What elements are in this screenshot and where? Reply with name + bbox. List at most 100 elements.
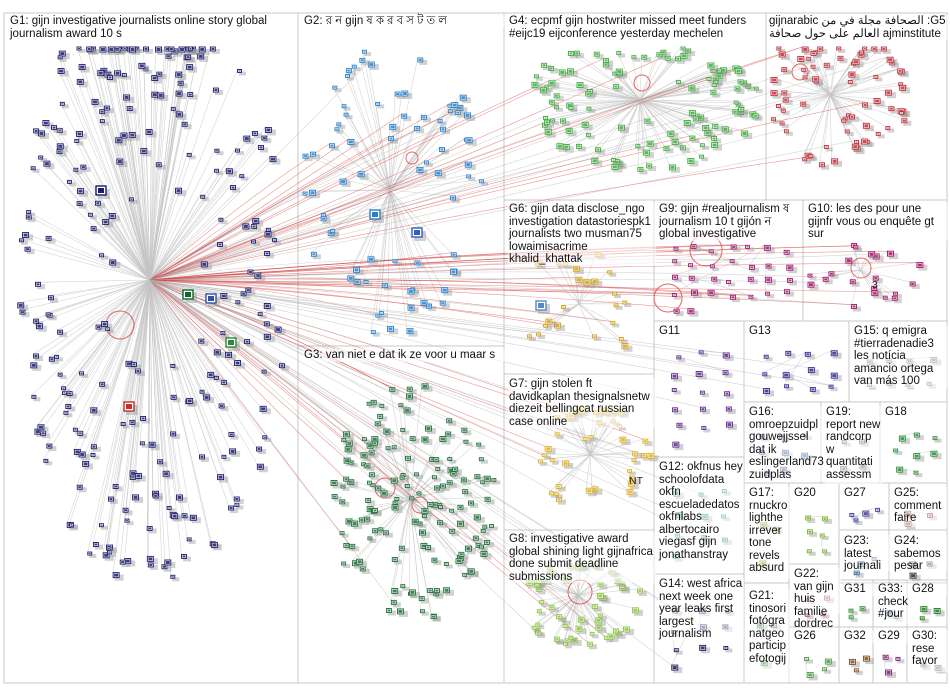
node-shadow [819,49,828,54]
node-fill [147,130,152,134]
node-fill [408,289,413,293]
node-fill [114,485,118,488]
node-660 [780,108,790,116]
node-fill [329,231,334,235]
edge-557 [801,46,831,96]
edge-46 [124,279,151,559]
node-fill [359,172,364,176]
node-570 [674,56,685,64]
node-fill [765,356,768,358]
node-shadow [132,364,141,370]
node-457 [439,483,450,491]
node-fill [560,70,565,74]
edge-296 [389,179,480,191]
node-fill [246,289,250,292]
node-fill [894,293,897,295]
node-160 [272,238,282,245]
edge-809 [149,80,550,281]
node-shadow [79,433,88,439]
node-698 [556,497,566,505]
node-254 [38,130,49,139]
node-fill [108,76,112,79]
node-555 [554,105,563,112]
node-fill [538,303,544,308]
node-fill [638,168,642,171]
node-fill [171,432,175,435]
edge-211 [82,279,151,462]
node-240 [188,46,197,53]
node-shadow [247,290,256,296]
node-shadow [614,74,622,79]
node-fill [406,485,409,487]
node-554 [585,132,595,140]
node-shadow [637,146,645,151]
node-fill [847,114,850,116]
node-fill [420,531,425,535]
edge-293 [389,105,458,191]
node-266 [417,57,428,65]
node-fill [75,450,80,454]
edge-181 [116,158,151,281]
node-678 [618,337,628,344]
node-fill [809,275,811,277]
node-fill [50,358,54,361]
node-135 [57,68,69,77]
node-905 [896,466,908,476]
node-shadow [377,104,385,109]
node-fill [331,230,334,232]
node-shadow [856,142,864,147]
node-208 [99,253,109,260]
node-216 [251,224,262,232]
node-shadow [674,261,682,266]
node-shadow [145,49,154,54]
node-shadow [215,378,223,383]
node-shadow [332,231,340,236]
node-fill [713,84,716,86]
node-shadow [537,625,545,630]
node-fill [61,103,64,105]
node-shadow [903,120,912,126]
node-shadow [350,463,358,468]
node-61 [134,368,145,376]
node-fill [130,198,133,200]
node-fill [448,458,451,460]
node-shadow [353,67,361,72]
edge-570 [829,94,850,116]
node-449 [484,496,495,505]
node-shadow [821,164,830,170]
node-fill [592,487,597,491]
node-578 [711,142,723,151]
node-470 [434,485,445,493]
node-137 [147,562,158,570]
node-fill [222,381,226,384]
large-node-7 [535,300,550,314]
node-603 [862,46,872,53]
edge-544 [829,94,866,141]
edge-471 [611,99,641,159]
node-610 [880,46,891,54]
node-shadow [550,68,559,74]
node-692 [555,484,566,492]
edge-736 [851,269,861,305]
node-fill [850,616,853,618]
edge-53 [30,279,151,364]
node-fill [362,453,367,457]
node-564 [603,58,614,66]
node-fill [96,202,100,205]
node-438 [455,557,467,567]
group-label-g24: G24: sabemos pesar [893,535,947,572]
node-657 [802,157,812,164]
node-fill [304,193,306,195]
node-50 [43,160,55,170]
node-fill [156,48,161,51]
edge-594 [578,303,593,335]
node-876 [673,648,683,655]
node-213 [107,496,118,505]
node-shadow [121,562,130,568]
node-shadow [108,548,116,553]
group-label-g15: G15: q emigra #tierradenadie3 les notíci… [853,325,948,388]
node-fill [627,490,632,494]
edge-87 [66,279,151,523]
node-fill [914,472,917,474]
node-fill [731,296,735,299]
